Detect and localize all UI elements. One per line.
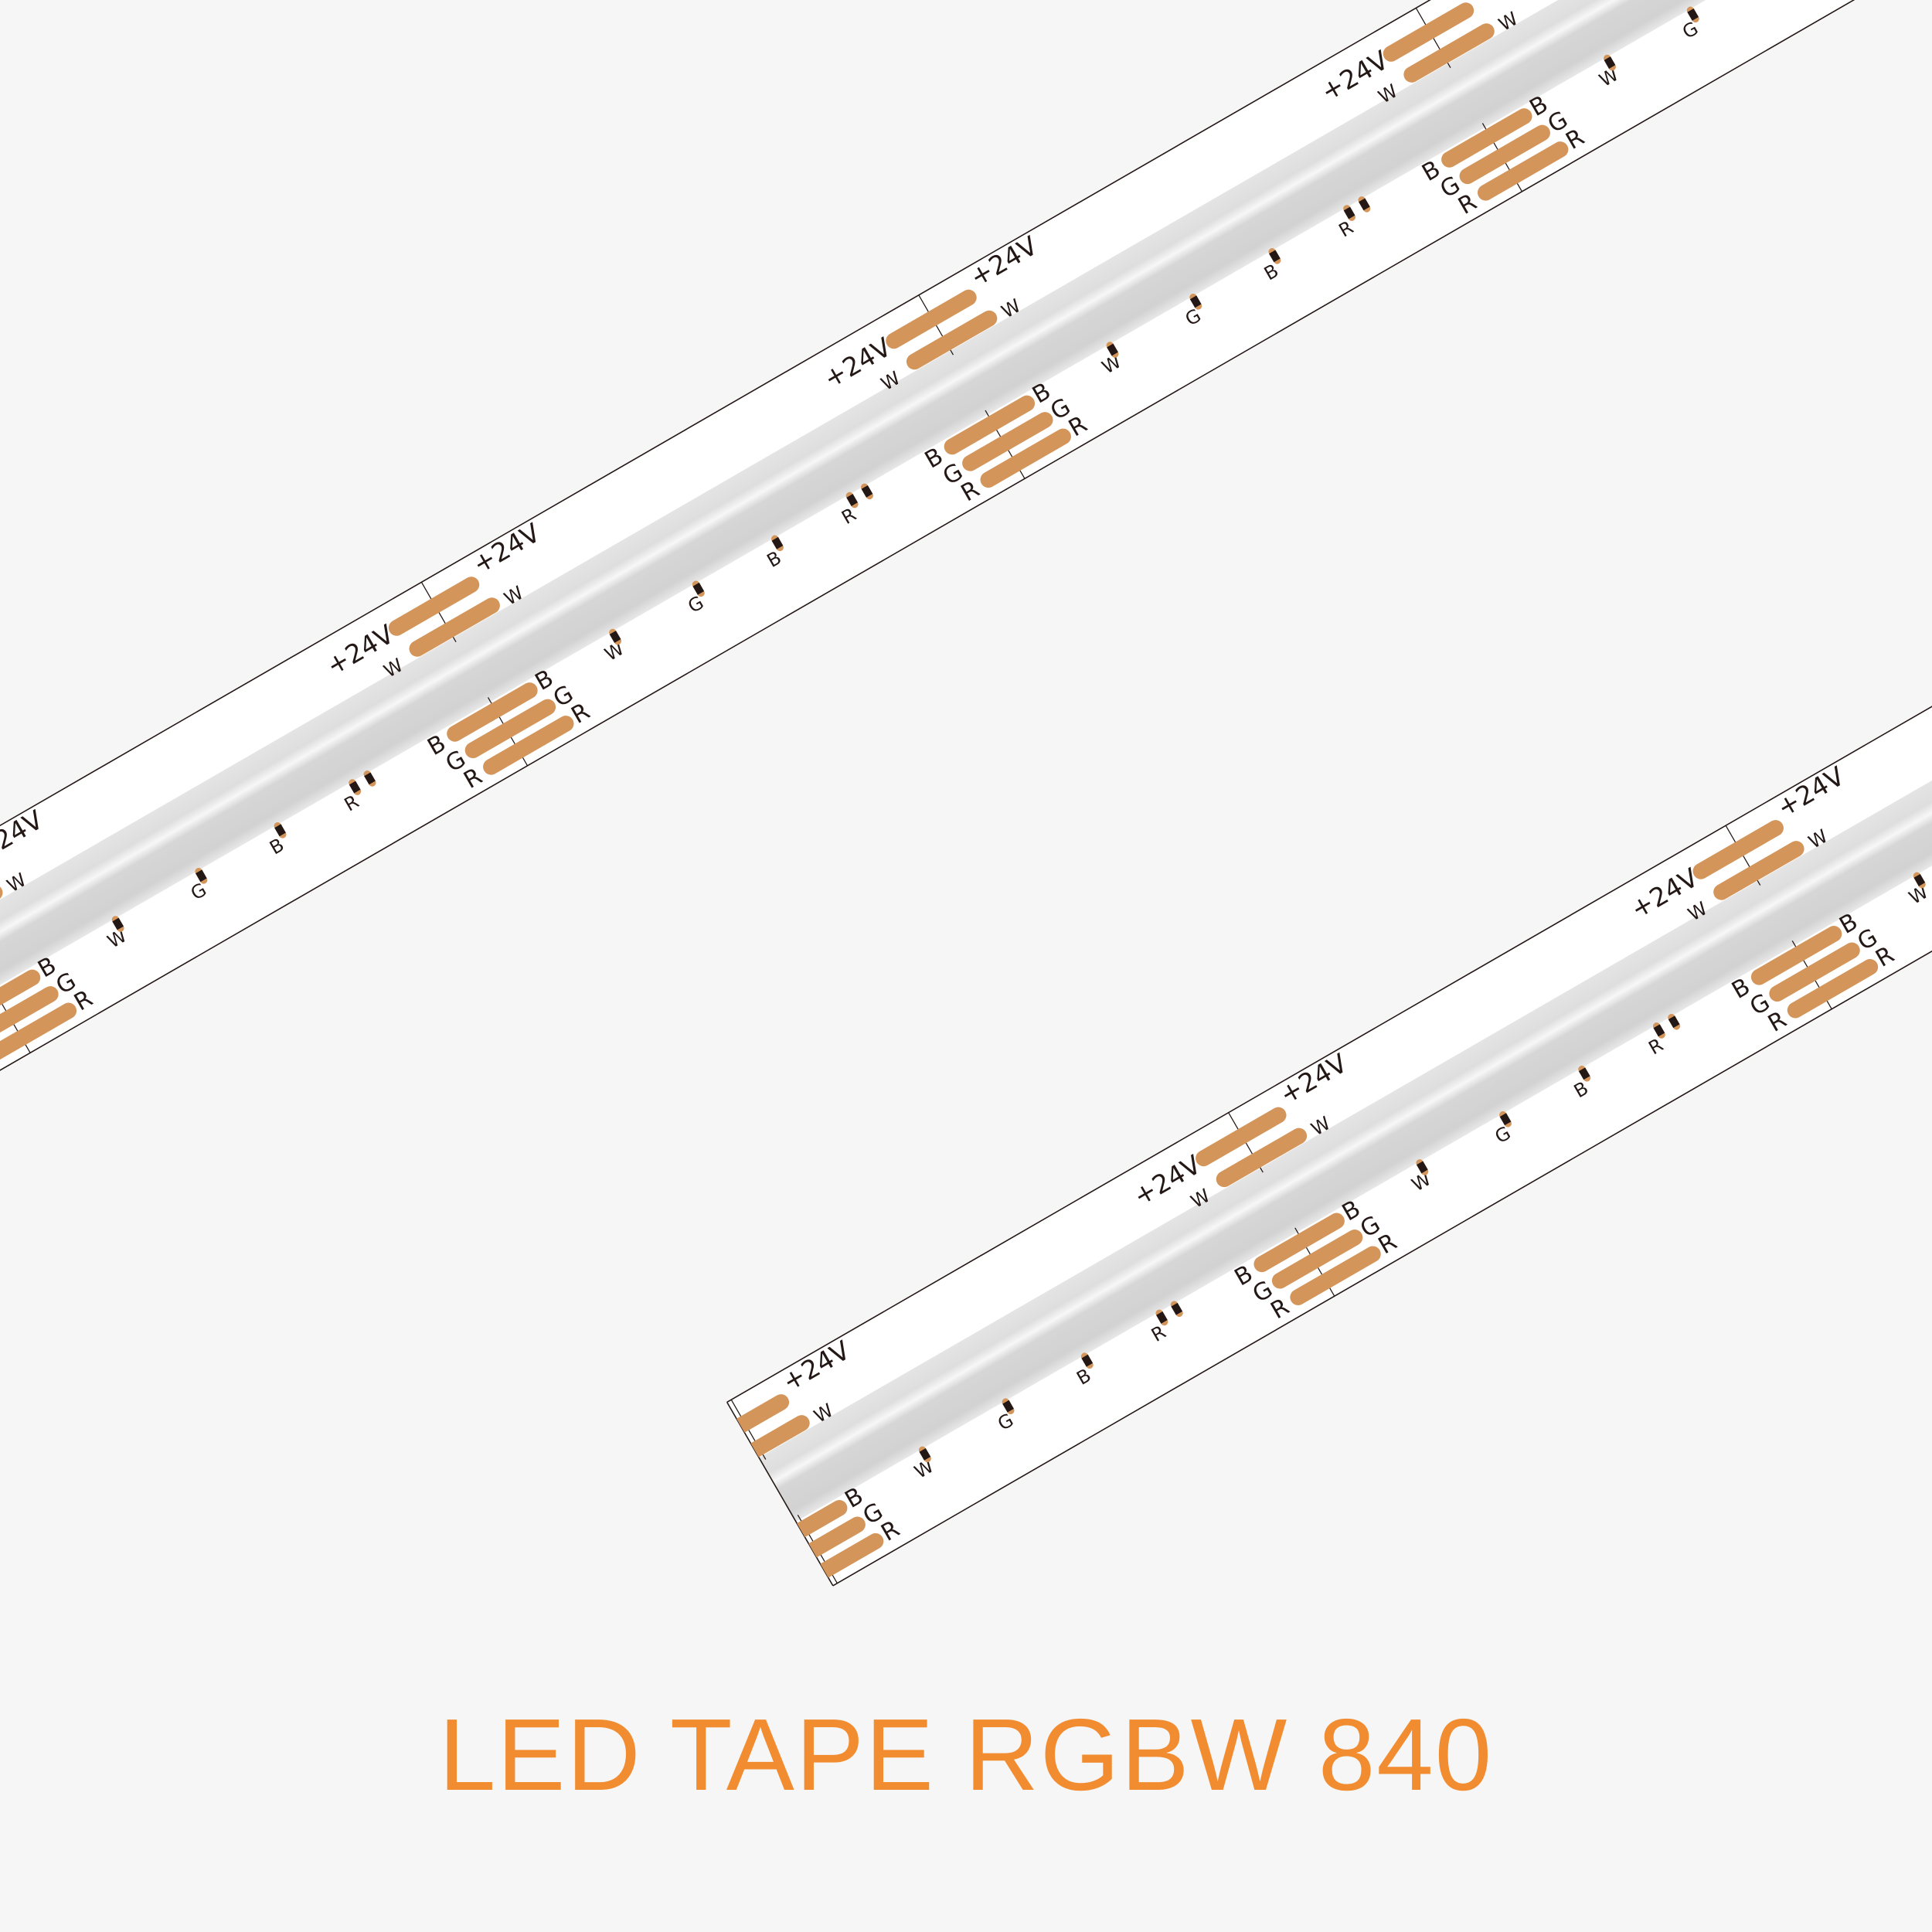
- led-chip: [274, 824, 286, 837]
- pad-green: [962, 412, 1053, 471]
- pad-blue: [1441, 108, 1532, 168]
- led-chip: [196, 869, 207, 883]
- label-power-left: +24V: [631, 1437, 709, 1499]
- pad-white: [1713, 841, 1804, 900]
- led-chip: [1171, 1302, 1183, 1315]
- led-chip: [1156, 1311, 1168, 1324]
- led-chip: [1604, 56, 1616, 69]
- led-chip: [364, 772, 376, 785]
- strip-edge-bottom: [832, 723, 1932, 1587]
- led-chip: [1343, 206, 1355, 219]
- led-strip-upper: +24VW+24VWBGRBGRWGBR+24VW+24VWBGRBGRWGBR…: [0, 0, 1932, 1195]
- pad-red: [1477, 141, 1569, 201]
- pad-blue: [1253, 1213, 1345, 1273]
- pad-power: [726, 1394, 790, 1454]
- led-chip: [1417, 1161, 1428, 1174]
- pad-power: [388, 577, 480, 636]
- pad-red: [1290, 1246, 1381, 1305]
- label-white-left: W: [690, 1471, 716, 1499]
- pad-green: [0, 986, 59, 1046]
- pad-red: [1787, 958, 1879, 1019]
- led-chip: [771, 536, 784, 549]
- label-red-left: R: [769, 1580, 797, 1612]
- pad-white: [1216, 1128, 1308, 1188]
- pad-red: [483, 716, 574, 775]
- led-chip: [1653, 1024, 1665, 1037]
- pad-power: [1383, 2, 1475, 62]
- pad-white: [1403, 23, 1495, 83]
- pad-red: [0, 1002, 77, 1063]
- label-blue-left: B: [733, 1547, 760, 1579]
- led-chip: [1002, 1400, 1014, 1413]
- led-chip: [919, 1447, 931, 1461]
- led-chip: [1189, 295, 1202, 308]
- pad-green: [1459, 124, 1550, 185]
- led-chip: [861, 485, 873, 498]
- pad-power: [1196, 1107, 1287, 1167]
- led-chip: [1107, 343, 1118, 356]
- led-chip: [1359, 198, 1370, 211]
- pad-blue: [447, 682, 538, 742]
- pad-power: [1692, 820, 1784, 879]
- product-title: LED TAPE RGBW 840: [438, 1698, 1494, 1811]
- pad-blue: [0, 969, 41, 1029]
- led-chip: [1668, 1015, 1680, 1029]
- label-green-left: G: [751, 1563, 781, 1595]
- led-chip: [112, 917, 124, 930]
- pad-green: [1271, 1230, 1363, 1289]
- strip-edge-bottom: [0, 0, 1932, 1195]
- pad-red: [980, 428, 1071, 488]
- pad-white: [906, 310, 998, 370]
- pad-green: [464, 699, 556, 759]
- pad-power: [886, 289, 977, 349]
- led-chip: [609, 631, 621, 643]
- led-strip-lower: +24VW+24VWBGRBGRWGBR+24VW+24VWBGRBGRWGBR…: [631, 539, 1932, 1612]
- led-chip: [1578, 1067, 1590, 1080]
- led-chip: [349, 781, 361, 794]
- led-chip: [1687, 8, 1699, 21]
- pad-blue: [1750, 926, 1842, 985]
- led-chip: [692, 582, 705, 595]
- strip-edge-top: [0, 0, 1932, 1012]
- led-chip: [1081, 1354, 1094, 1367]
- diffuser-lens: [0, 0, 1932, 1131]
- strip-edge-top: [726, 539, 1932, 1403]
- led-chip: [846, 494, 858, 506]
- pad-blue: [944, 395, 1036, 455]
- diffuser-lens: [759, 595, 1932, 1522]
- pad-green: [1769, 942, 1860, 1002]
- pad-white: [409, 597, 500, 657]
- led-chip: [1913, 873, 1926, 886]
- led-chip: [1499, 1113, 1512, 1126]
- led-chip: [1269, 250, 1281, 263]
